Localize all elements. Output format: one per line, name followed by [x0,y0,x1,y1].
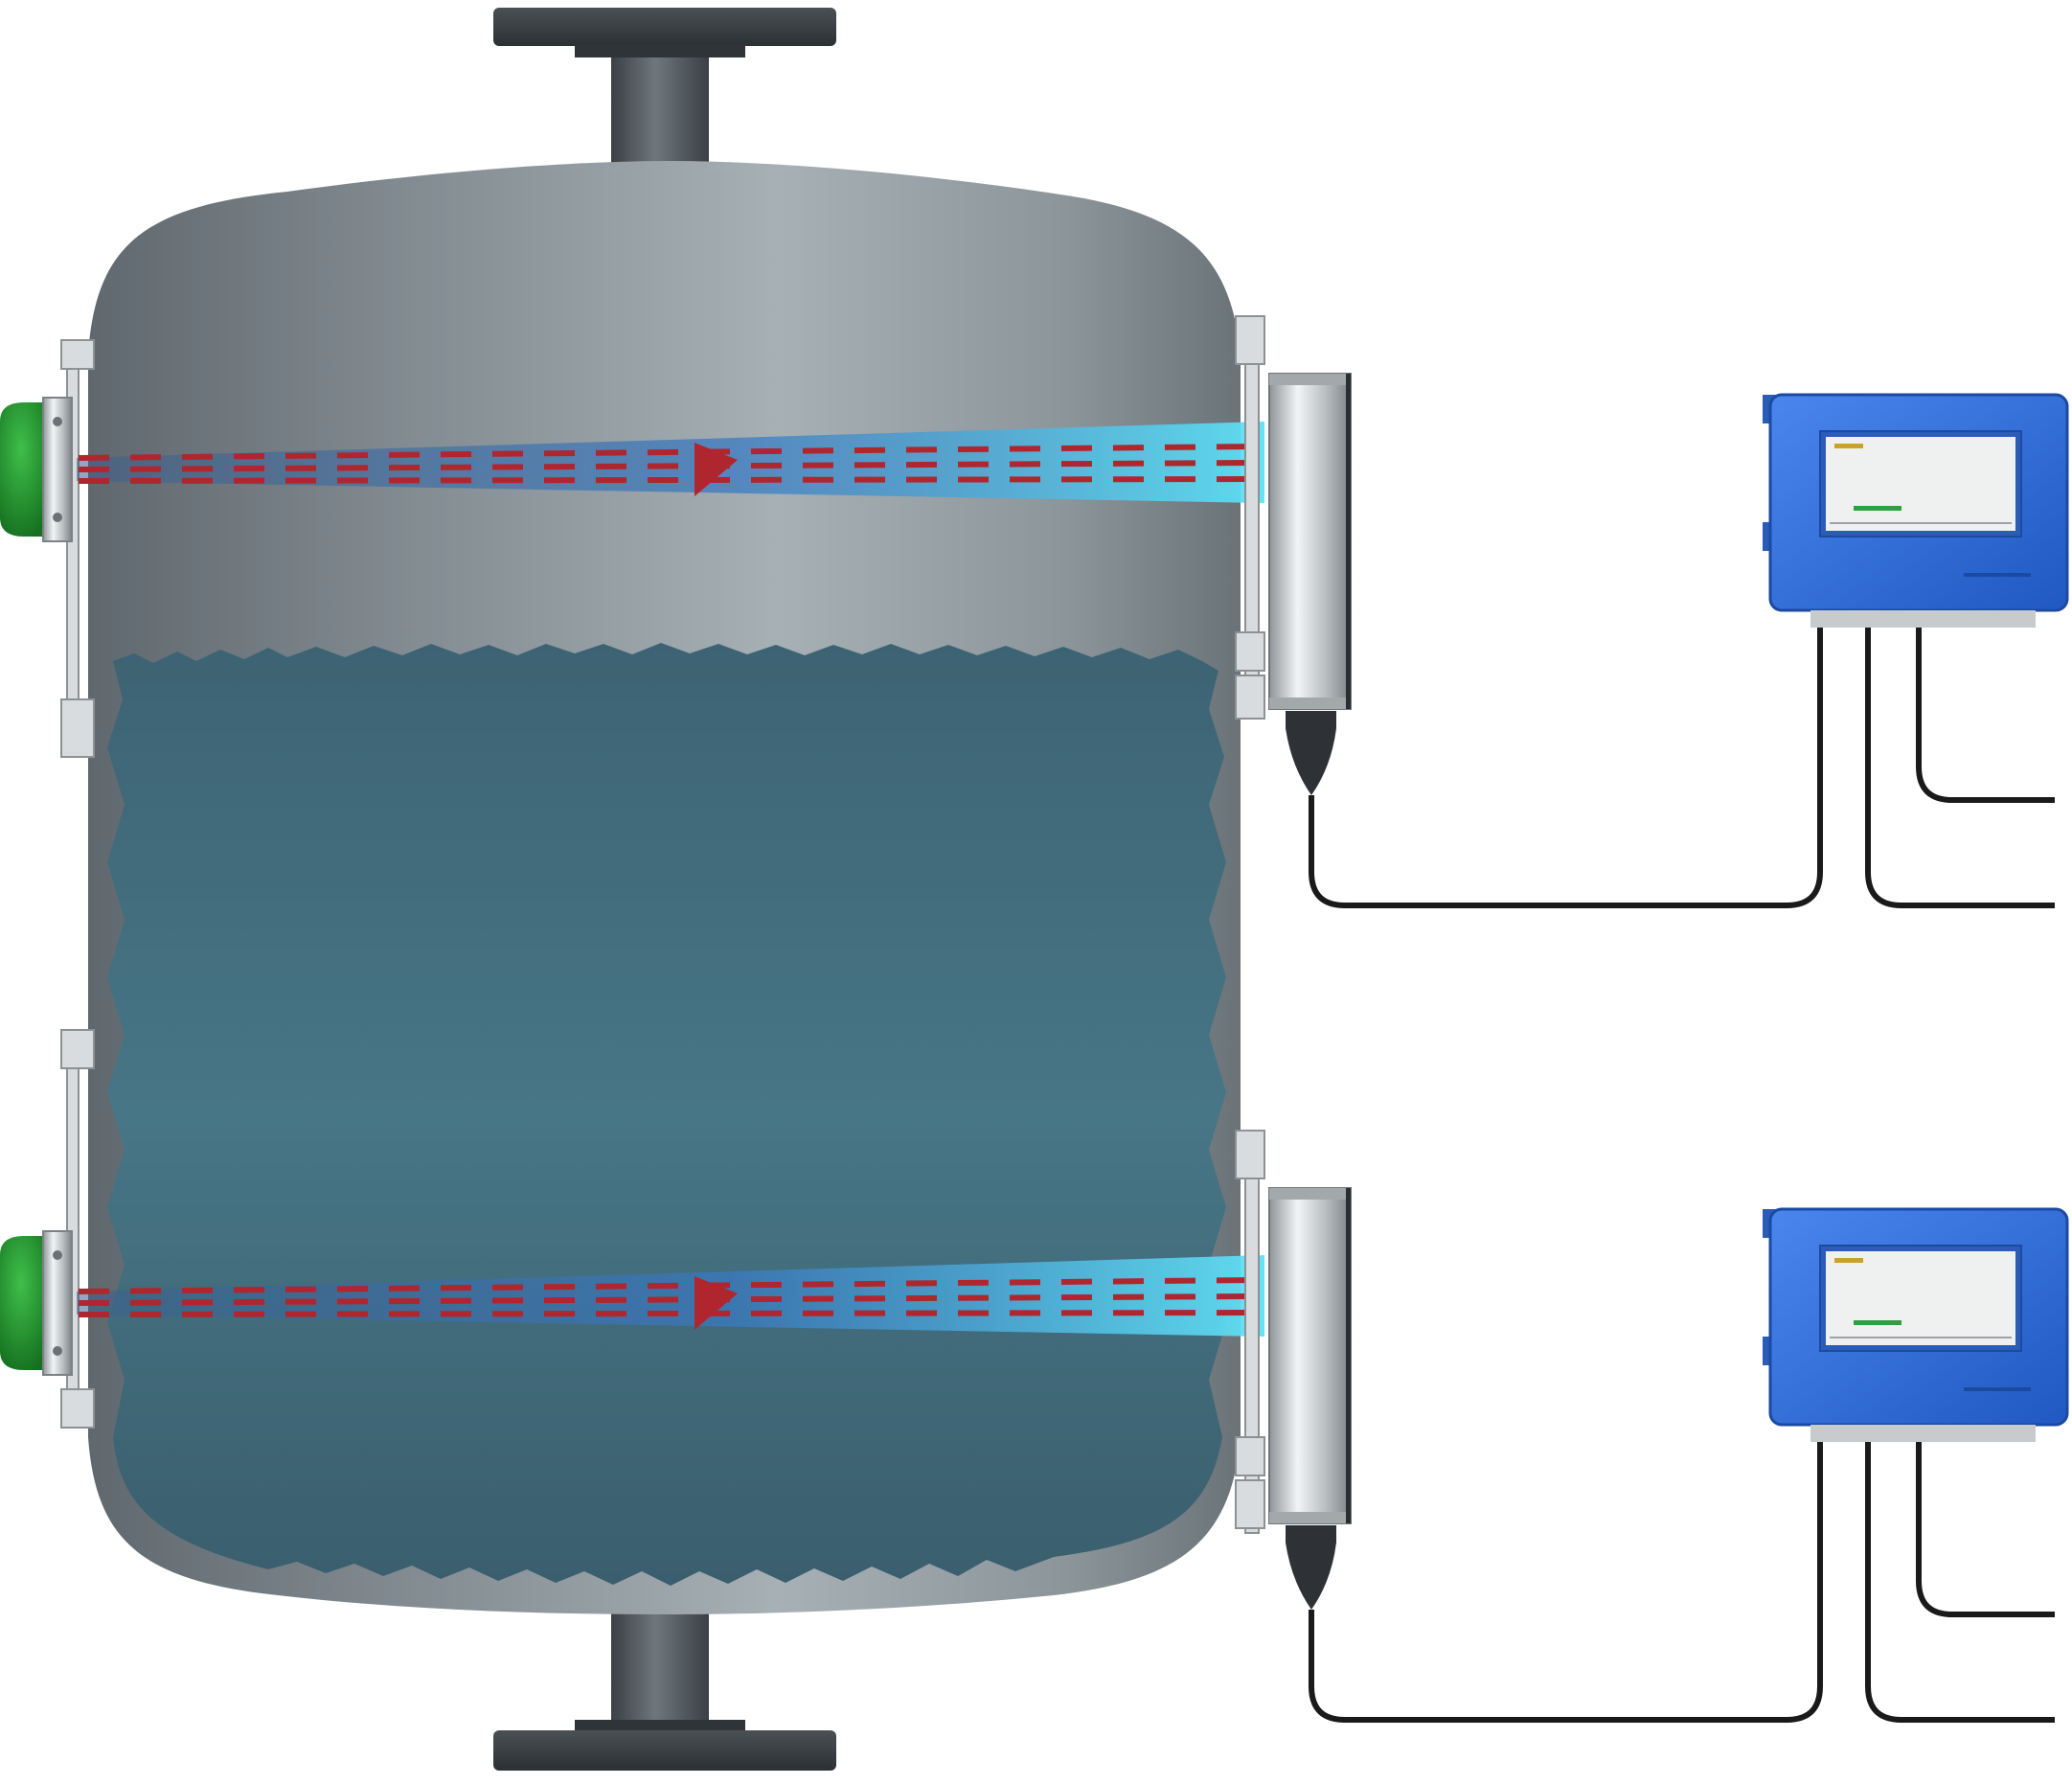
scintillation-detector-icon [1268,373,1352,795]
beam-arrow-icon [694,443,738,496]
lower-detector-cable [1309,1437,1823,1723]
upper-output-cable-2 [1916,628,2055,803]
level-bar [1854,506,1901,511]
level-bar [1854,1320,1901,1325]
upper-radiation-beam [77,422,1264,503]
transmitter-display [1826,1251,2015,1345]
bottom-nozzle [493,1610,836,1771]
bottom-nozzle-pipe [611,1610,709,1739]
beam-arrow-icon [694,1276,738,1330]
transmitter-housing-icon [1763,1207,2069,1442]
right-mount-lower [1235,1130,1265,1534]
upper-output-cable-1 [1865,628,2055,908]
liquid-fill [107,643,1226,1586]
top-nozzle-pipe [611,53,709,168]
transmitter-display [1826,437,2015,531]
top-nozzle [493,8,836,168]
scintillation-detector-icon [1268,1187,1352,1610]
lower-output-cable-1 [1865,1437,2055,1723]
transmitter-housing-icon [1763,393,2069,628]
radiation-source-icon [0,397,73,542]
cables [1309,628,2055,1723]
lower-output-cable-2 [1916,1437,2055,1617]
lower-radiation-beam [77,1255,1264,1337]
right-mount-upper [1235,315,1265,720]
top-flange [493,8,836,46]
upper-detector-cable [1309,628,1823,908]
top-flange-neck [575,44,745,57]
bottom-flange [493,1730,836,1771]
radiation-source-icon [0,1230,73,1376]
bottom-flange-neck [575,1720,745,1733]
